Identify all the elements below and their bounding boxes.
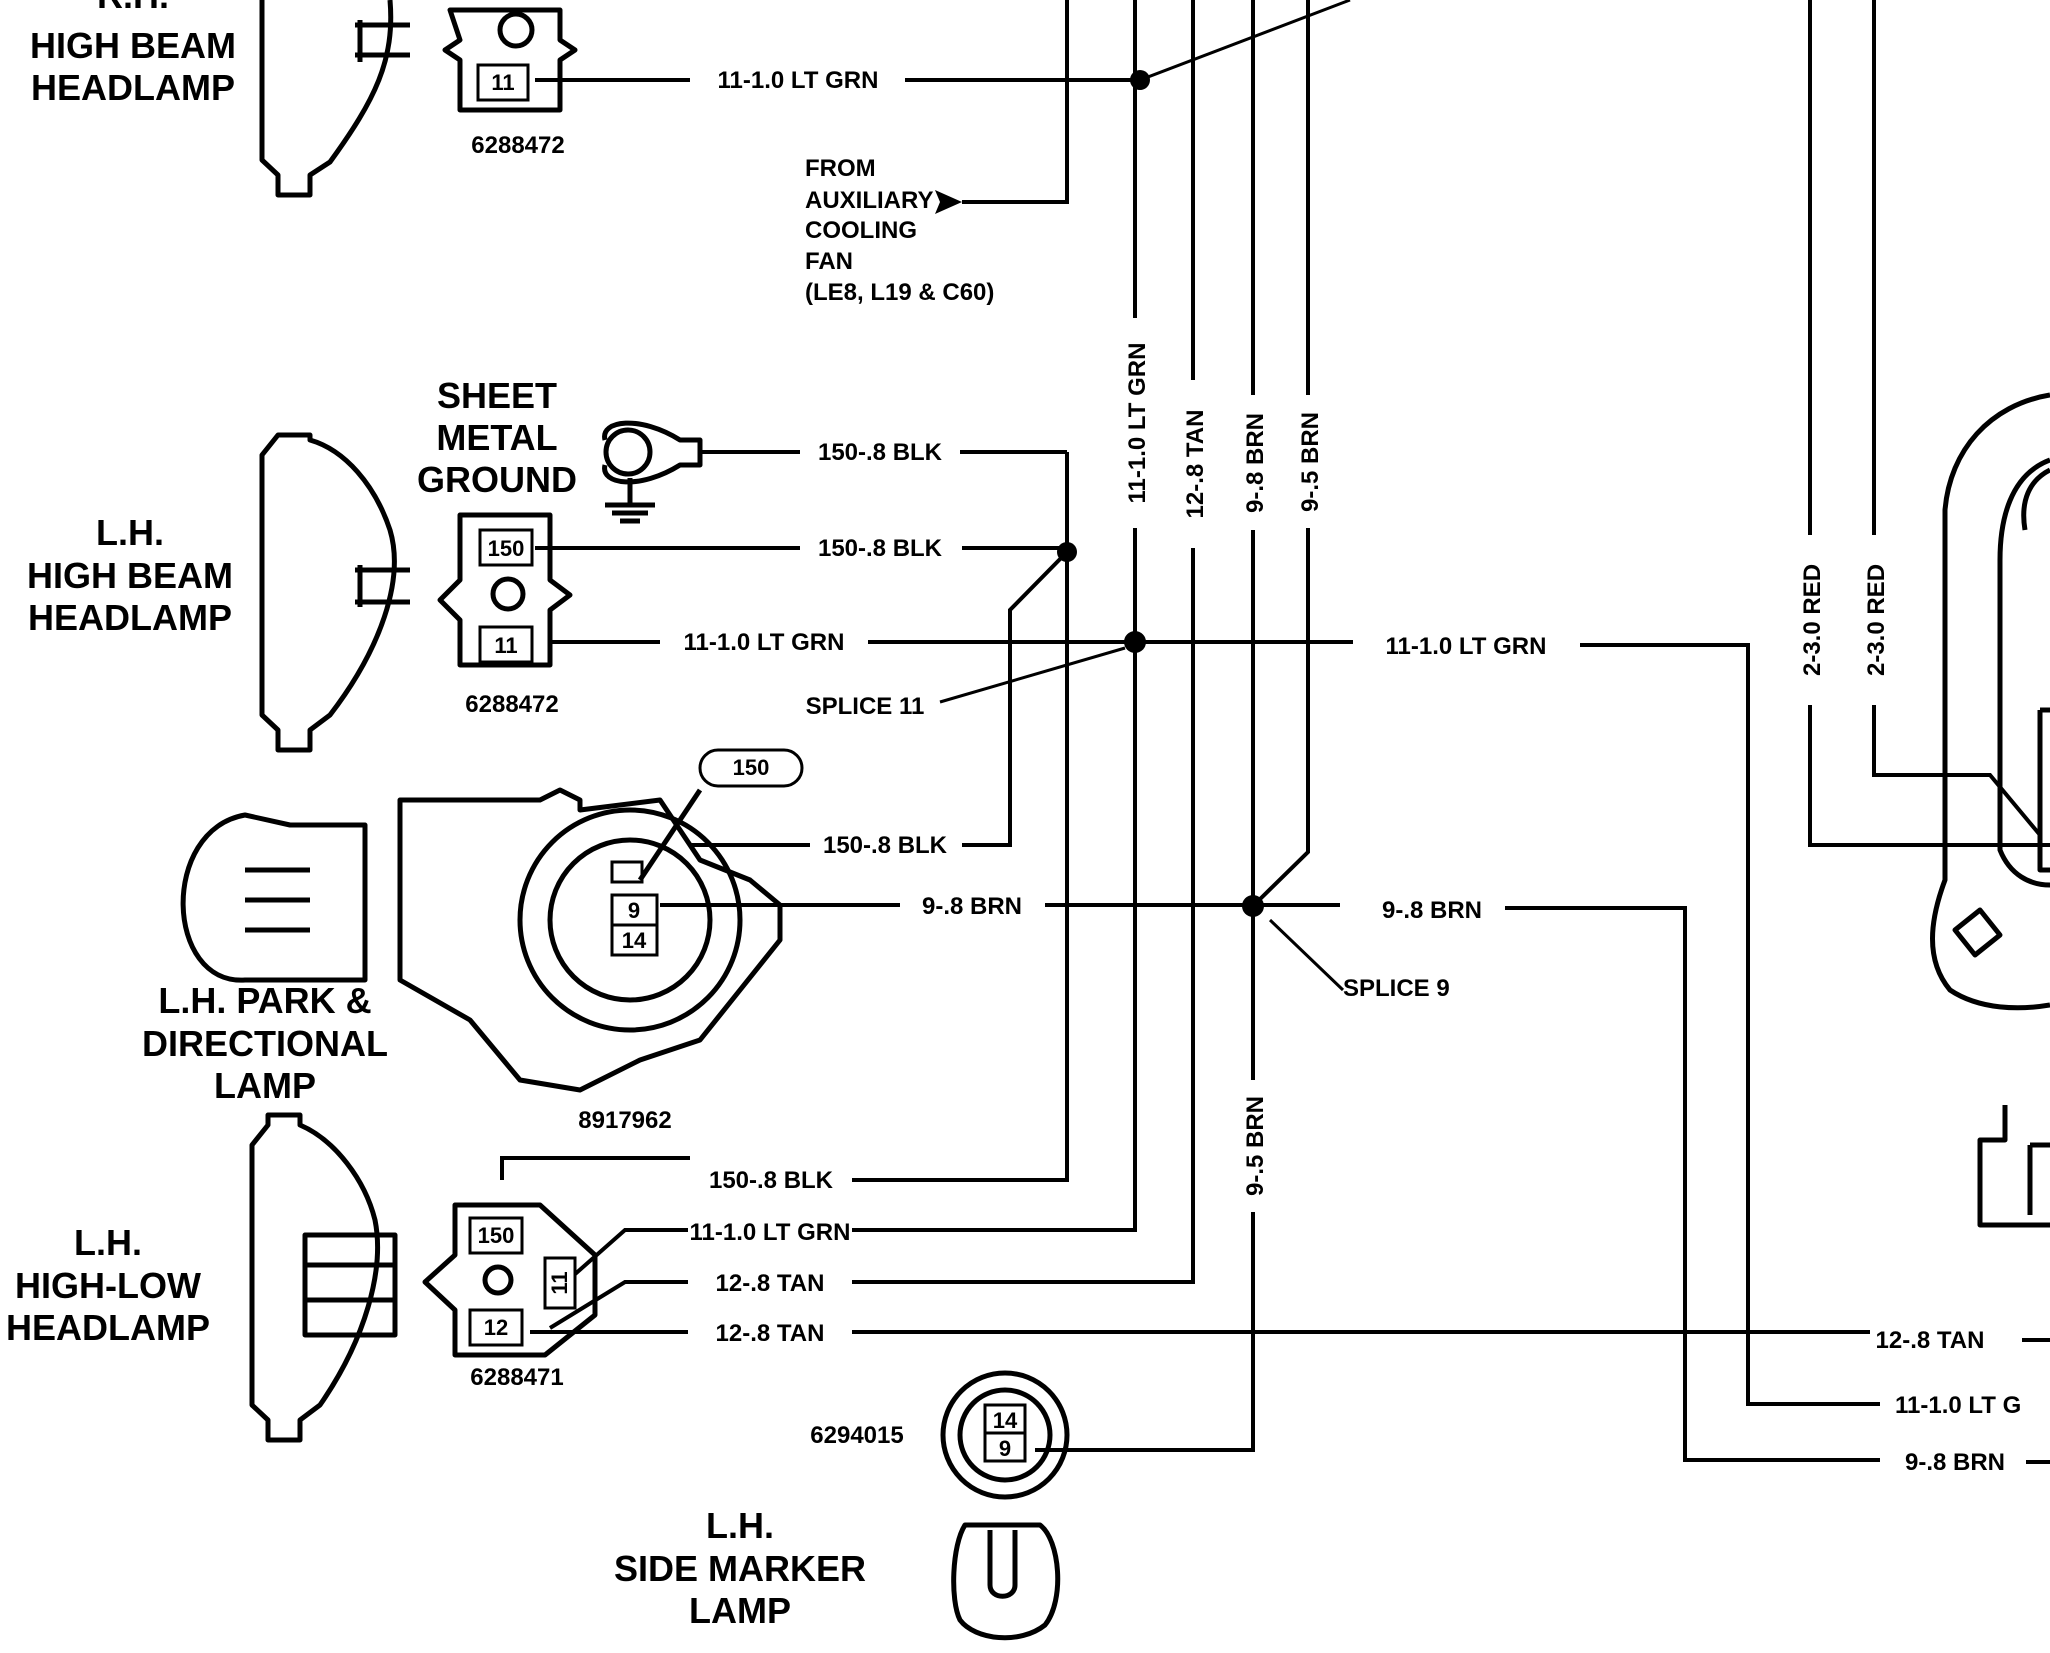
wire-park-9-right [1505,908,1880,1460]
high-low-label-line3: HEADLAMP [6,1307,210,1348]
sm-pin14-label: 14 [993,1408,1018,1433]
hl-150-wire-label: 150-.8 BLK [709,1167,834,1194]
right-12-wire-label: 12-.8 TAN [1876,1327,1985,1354]
hl-11-wire-label: 11-1.0 LT GRN [690,1219,851,1246]
hl-pin12-label: 12 [484,1315,508,1340]
park-label-line2: DIRECTIONAL [142,1023,388,1064]
splice-11-label: SPLICE 11 [806,693,925,720]
red-wire-label-2: 2-3.0 RED [1863,564,1890,676]
right-9-wire-label: 9-.8 BRN [1905,1449,2005,1476]
rh-conn-pin-label: 11 [491,70,514,95]
splice-dots [1057,70,1264,917]
rh-high-beam-headlamp-shape [262,0,575,195]
ground-label-line3: GROUND [417,459,577,500]
sm-pin9-label: 9 [999,1436,1011,1461]
wire-aux-fan [962,0,1067,202]
splice-dot-150 [1057,542,1077,562]
ground-label-line2: METAL [436,417,557,458]
lh-high-beam-label-line2: HIGH BEAM [27,555,233,596]
ground-label-line1: SHEET [437,375,557,416]
park-callout-150-label: 150 [733,755,770,780]
trunk-label-9-5-upper: 9-.5 BRN [1297,412,1324,512]
wire-trunk-11-lower [852,528,1135,1230]
trunk-label-9-8: 9-.8 BRN [1242,413,1269,513]
high-low-label-line2: HIGH-LOW [15,1265,201,1306]
hl-part-number: 6288471 [470,1364,563,1391]
right-11-wire-label: 11-1.0 LT G [1895,1392,2021,1419]
splice-dot-11 [1124,631,1146,653]
aux-fan-arrow-icon [935,190,962,214]
park-150-wire-label: 150-.8 BLK [823,832,948,859]
right-wire-stubs [2022,1340,2050,1462]
high-low-headlamp-shape [252,1115,595,1440]
sm-part-number: 6294015 [810,1422,903,1449]
side-marker-label-line2: SIDE MARKER [614,1548,866,1589]
high-low-label-line1: L.H. [74,1222,142,1263]
hl-pin150-label: 150 [478,1223,515,1248]
lh-hb-pin11-label: 11 [494,633,517,658]
trunk-label-11: 11-1.0 LT GRN [1124,343,1151,504]
lh-hb-pin150-label: 150 [488,536,525,561]
rh-high-beam-label-line3: HEADLAMP [31,67,235,108]
lh-high-beam-label-line3: HEADLAMP [28,597,232,638]
red-wire-label-1: 2-3.0 RED [1799,564,1826,676]
park-pin14-label: 14 [622,928,647,953]
rh-high-beam-label-line1: R.H. [97,0,169,16]
aux-fan-note-line2: AUXILIARY [805,187,933,214]
aux-fan-note-line1: FROM [805,155,876,182]
park-9-wire-label: 9-.8 BRN [922,893,1022,920]
lh-hb-part-number: 6288472 [465,691,558,718]
splice-dot-9 [1242,895,1264,917]
park-pin9-label: 9 [628,898,640,923]
lh-hb-150-wire-label: 150-.8 BLK [818,535,943,562]
wire-splice11-pointer [940,648,1125,702]
lh-hb-11-wire-label-right: 11-1.0 LT GRN [1386,633,1547,660]
aux-fan-note-line3: COOLING [805,217,917,244]
ground-terminal-shape [605,423,700,521]
park-label-line3: LAMP [214,1065,316,1106]
side-marker-label-line3: LAMP [689,1590,791,1631]
wire-splice9-pointer [1270,920,1343,990]
park-label-line1: L.H. PARK & [158,980,371,1021]
wire-hl-150-left [502,1158,690,1180]
rh-wire-label: 11-1.0 LT GRN [718,67,879,94]
rh-conn-part-number: 6288472 [471,132,564,159]
wire-lh-11-right [1580,645,1880,1404]
hl-12b-wire-label: 12-.8 TAN [716,1320,825,1347]
hl-pin11-label: 11 [547,1271,572,1294]
park-9-wire-label-right: 9-.8 BRN [1382,897,1482,924]
aux-fan-note-line4: FAN [805,248,853,275]
lh-high-beam-label-line1: L.H. [96,512,164,553]
wire-trunk-9-5-lower [1253,528,1308,906]
trunk-label-9-5-lower: 9-.5 BRN [1242,1096,1269,1196]
hl-12a-wire-label: 12-.8 TAN [716,1270,825,1297]
rh-high-beam-label-line2: HIGH BEAM [30,25,236,66]
wire-park-150-right [962,552,1067,845]
park-part-number: 8917962 [578,1107,671,1134]
wire-red-2-lower [1874,705,2040,835]
trunk-label-12: 12-.8 TAN [1182,410,1209,519]
splice-dot-rh [1130,70,1150,90]
side-marker-label-line1: L.H. [706,1505,774,1546]
wire-trunk-12-lower [852,548,1193,1282]
ground-wire-label: 150-.8 BLK [818,439,943,466]
right-component-shape [1933,395,2050,1225]
lh-hb-11-wire-label: 11-1.0 LT GRN [684,629,845,656]
aux-fan-note-line5: (LE8, L19 & C60) [805,279,994,306]
wire-rh-pointer [1140,0,1350,80]
splice-9-label: SPLICE 9 [1343,975,1450,1002]
